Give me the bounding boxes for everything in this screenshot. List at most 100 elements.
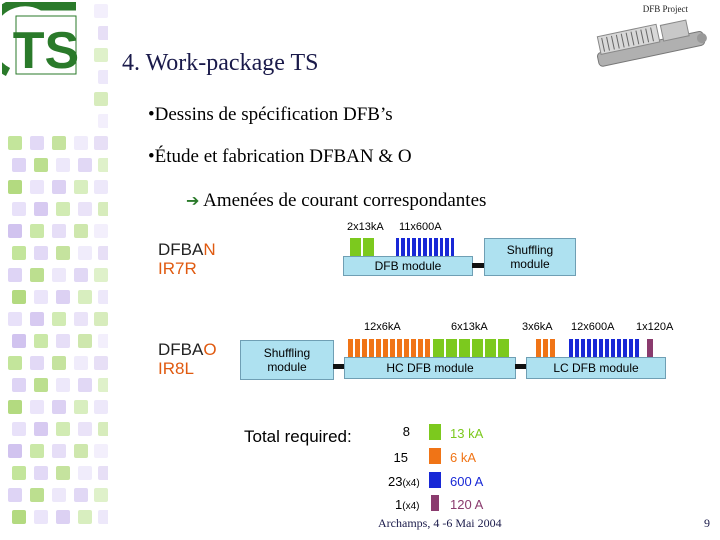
decorative-tile (94, 268, 108, 282)
shuffling-line-1: Shuffling (263, 346, 311, 360)
diagram1-name: DFBAN IR7R (158, 240, 216, 278)
decorative-tile (52, 180, 66, 194)
count: 23 (388, 474, 403, 489)
decorative-tile (56, 510, 70, 524)
lead-orange (535, 338, 542, 358)
decorative-tile (34, 158, 48, 172)
diagram2-lead-label-13ka: 6x13kA (451, 321, 488, 333)
decorative-tile (56, 422, 70, 436)
decorative-tile (52, 444, 66, 458)
decorative-tile (8, 444, 22, 458)
diagram2-lead-label-600a: 12x600A (571, 321, 615, 333)
decorative-tile (74, 444, 88, 458)
decorative-tile (12, 510, 26, 524)
shuffling-line-1: Shuffling (506, 243, 554, 257)
decorative-tile (30, 224, 44, 238)
diagram1-location: IR7R (158, 259, 197, 278)
decorative-tile (30, 136, 44, 150)
lead-orange (354, 338, 361, 358)
decorative-tile (30, 180, 44, 194)
swatch-13ka (429, 424, 441, 440)
decorative-tile (74, 400, 88, 414)
decorative-tile (30, 356, 44, 370)
decorative-tile (94, 180, 108, 194)
decorative-tile (56, 290, 70, 304)
decorative-tile (94, 48, 108, 62)
decorative-tile (74, 180, 88, 194)
bullet-1: •Dessins de spécification DFB’s (148, 104, 393, 125)
lead-orange (382, 338, 389, 358)
decorative-tile (52, 224, 66, 238)
lead-green (471, 338, 484, 358)
decorative-tile (12, 422, 26, 436)
decorative-tile (8, 400, 22, 414)
diagram2-name-prefix: DFBA (158, 340, 204, 359)
logo-letters: TS (13, 22, 78, 76)
decorative-tile (94, 92, 108, 106)
decorative-tile (78, 246, 92, 260)
diagram2-leads-120a (646, 338, 654, 358)
decorative-tile (56, 202, 70, 216)
sub-bullet: ➔ Amenées de courant correspondantes (186, 190, 486, 212)
decorative-tile (78, 290, 92, 304)
diagram2-connector-left (333, 364, 345, 369)
decorative-tile (34, 246, 48, 260)
decorative-tile (98, 334, 108, 348)
lead-orange (549, 338, 556, 358)
total-value-13ka: 13 kA (450, 426, 484, 441)
count: 1 (395, 497, 403, 512)
lead-blue (449, 237, 455, 257)
total-count-600a: 23(x4) (388, 474, 430, 489)
total-value-600a: 600 A (450, 474, 484, 489)
lead-blue (634, 338, 640, 358)
decorative-tile (34, 466, 48, 480)
diagram2-location: IR8L (158, 359, 194, 378)
lead-green (484, 338, 497, 358)
count: 8 (402, 424, 410, 439)
decorative-tile (74, 224, 88, 238)
decorative-tile (98, 70, 108, 84)
bullet-2: •Étude et fabrication DFBAN & O (148, 146, 412, 167)
diagram2-leads-13ka (432, 338, 510, 358)
lead-13ka (349, 237, 362, 257)
decorative-tile (74, 488, 88, 502)
decorative-tile (12, 290, 26, 304)
total-count-6ka: 15 (368, 450, 408, 465)
lead-green (458, 338, 471, 358)
shuffling-line-2: module (510, 257, 550, 271)
diagram1-lead-label-13ka: 2x13kA (347, 221, 384, 233)
total-required-label: Total required: (244, 427, 352, 446)
decorative-tile (78, 158, 92, 172)
lead-13ka (362, 237, 375, 257)
diagram1-name-prefix: DFBA (158, 240, 204, 259)
diagram2-lead-label-6ka: 12x6kA (364, 321, 401, 333)
lead-orange (403, 338, 410, 358)
decorative-tile (34, 290, 48, 304)
decorative-tile (12, 158, 26, 172)
dfb-illustration-icon (596, 19, 707, 67)
swatch-6ka (429, 448, 441, 464)
diagram2-leads-600a (568, 338, 640, 358)
diagram1-dfb-module: DFB module (343, 256, 473, 276)
decorative-tile (34, 422, 48, 436)
diagram2-name-suffix: O (203, 340, 217, 359)
lead-120a (646, 338, 654, 358)
decorative-tile (94, 356, 108, 370)
swatch-120a (431, 495, 439, 511)
diagram1-leads-600a (395, 237, 455, 257)
lead-orange (396, 338, 403, 358)
page-number: 9 (704, 516, 710, 530)
decorative-tile (12, 202, 26, 216)
diagram2-name: DFBAO IR8L (158, 340, 217, 378)
total-value-120a: 120 A (450, 497, 484, 512)
decorative-tile (8, 488, 22, 502)
decorative-tile (12, 334, 26, 348)
total-count-13ka: 8 (370, 424, 410, 439)
decorative-tile (74, 268, 88, 282)
diagram2-leads-3x6ka (535, 338, 556, 358)
decorative-tile (12, 466, 26, 480)
diagram2-leads-6ka (347, 338, 431, 358)
arrow-right-icon: ➔ (186, 191, 200, 210)
decorative-tile (78, 378, 92, 392)
